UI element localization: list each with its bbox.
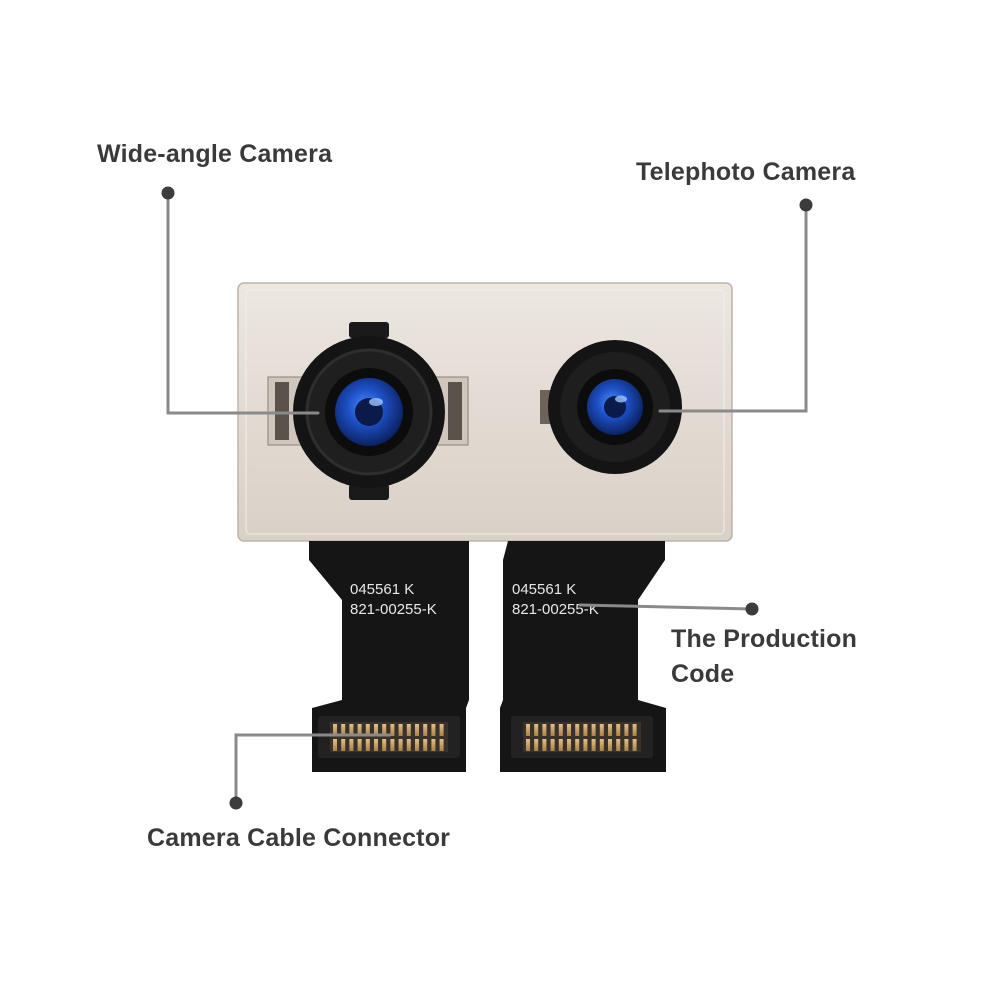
- connector-pin: [542, 739, 547, 751]
- connector-pin: [599, 739, 604, 751]
- connector-pin: [365, 739, 370, 751]
- connector-pin: [624, 724, 629, 736]
- connector-pin: [575, 724, 580, 736]
- connector-pin: [333, 739, 337, 751]
- connector-pin: [431, 739, 436, 751]
- production-code-label-line-1: The Production: [671, 625, 858, 653]
- production-code-leader-dot: [745, 602, 759, 616]
- connector-pin: [534, 739, 539, 751]
- connector-pin: [608, 739, 612, 751]
- connector-pin: [591, 739, 596, 751]
- connector-pin: [599, 724, 604, 736]
- connector-pin: [558, 739, 563, 751]
- connector-pin: [349, 739, 354, 751]
- connector-pin: [341, 724, 346, 736]
- camera-cable-connector-label: Camera Cable Connector: [147, 824, 451, 852]
- connector-pin: [583, 724, 588, 736]
- right-cable-code-line-1: 045561 K: [512, 581, 576, 598]
- connector-pin: [526, 724, 530, 736]
- connector-pin: [632, 739, 637, 751]
- connector-pin: [542, 724, 547, 736]
- connector-pin: [333, 724, 337, 736]
- connector-pin: [575, 739, 580, 751]
- wide-angle-lens: [267, 322, 469, 500]
- connector-pin: [567, 724, 571, 736]
- production-code-label: The Production Code: [671, 622, 857, 692]
- connector-pin: [431, 724, 436, 736]
- connector-pin: [357, 724, 362, 736]
- connector-pin: [406, 724, 411, 736]
- right-connector-pins: [526, 724, 637, 751]
- connector-pin: [616, 724, 621, 736]
- connector-pin: [550, 739, 555, 751]
- right-flex-cable: 045561 K 821-00255-K: [500, 541, 666, 772]
- connector-pin: [439, 739, 444, 751]
- connector-leader-dot: [229, 796, 243, 810]
- telephoto-lens: [540, 340, 682, 474]
- connector-pin: [423, 724, 428, 736]
- left-cable-code-line-1: 045561 K: [350, 581, 414, 598]
- telephoto-leader-dot: [799, 198, 813, 212]
- connector-pin: [382, 739, 387, 751]
- connector-pin: [567, 739, 571, 751]
- connector-pin: [390, 739, 395, 751]
- left-cable-code-line-2: 821-00255-K: [350, 601, 437, 618]
- connector-pin: [406, 739, 411, 751]
- left-flex-cable: 045561 K 821-00255-K: [309, 541, 469, 772]
- connector-pin: [374, 739, 378, 751]
- connector-pin: [382, 724, 387, 736]
- connector-pin: [591, 724, 596, 736]
- connector-pin: [357, 739, 362, 751]
- telephoto-leader-line: [658, 203, 808, 413]
- connector-pin: [608, 724, 612, 736]
- production-code-leader-line: [578, 603, 754, 611]
- left-connector: [318, 716, 460, 758]
- connector-pin: [374, 724, 378, 736]
- connector-pin: [349, 724, 354, 736]
- connector-pin: [439, 724, 444, 736]
- telephoto-camera-label: Telephoto Camera: [636, 158, 856, 186]
- connector-pin: [390, 724, 395, 736]
- connector-pin: [616, 739, 621, 751]
- connector-pin: [550, 724, 555, 736]
- connector-pin: [632, 724, 637, 736]
- connector-pin: [624, 739, 629, 751]
- connector-pin: [534, 724, 539, 736]
- wide-angle-leader-dot: [161, 186, 175, 200]
- production-code-label-line-2: Code: [671, 660, 735, 688]
- connector-pin: [341, 739, 346, 751]
- connector-pin: [423, 739, 428, 751]
- wide-angle-leader-line: [166, 191, 320, 415]
- left-connector-pins: [333, 724, 444, 751]
- connector-pin: [365, 724, 370, 736]
- connector-pin: [583, 739, 588, 751]
- connector-pin: [398, 739, 403, 751]
- connector-pin: [415, 724, 419, 736]
- connector-leader-line: [234, 733, 392, 805]
- connector-pin: [526, 739, 530, 751]
- wide-angle-camera-label: Wide-angle Camera: [97, 140, 333, 168]
- connector-pin: [558, 724, 563, 736]
- right-connector: [511, 716, 653, 758]
- right-cable-code-line-2: 821-00255-K: [512, 601, 599, 618]
- connector-pin: [398, 724, 403, 736]
- connector-pin: [415, 739, 419, 751]
